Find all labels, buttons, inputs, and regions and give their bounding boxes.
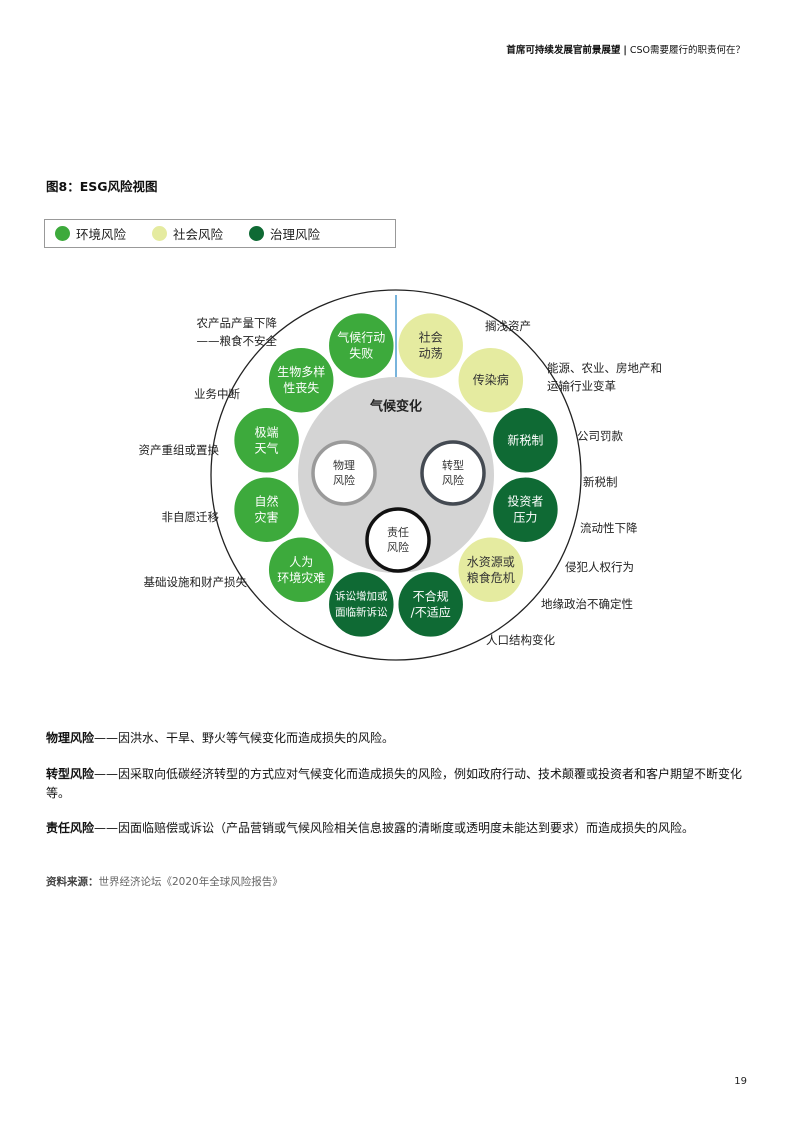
climate-change-circle — [298, 377, 494, 573]
outer-label-9-line-0: 流动性下降 — [580, 521, 638, 535]
outer-label-2-line-0: 资产重组或置换 — [139, 443, 220, 457]
header-title: 首席可持续发展官前景展望 — [506, 45, 621, 56]
ring-label-0-line-1: 失败 — [349, 346, 373, 361]
ring-label-8-line-0: 人为 — [289, 555, 313, 569]
ring-label-11-line-1: 性丧失 — [283, 380, 319, 395]
outer-label-5-line-0: 搁浅资产 — [485, 319, 531, 333]
figure-title: 图8：ESG风险视图 — [46, 179, 158, 194]
transition-risk-circle — [420, 440, 486, 506]
ring-circle-4 — [491, 475, 560, 544]
outer-label-10-line-0: 侵犯人权行为 — [565, 560, 634, 574]
ring-circle-8 — [267, 536, 335, 604]
ring-label-4-line-0: 投资者 — [507, 494, 543, 509]
outer-label-12-line-0: 人口结构变化 — [486, 633, 555, 647]
transition-risk-label-line-0: 转型 — [442, 458, 464, 472]
source-note: 资料来源：世界经济论坛《2020年全球风险报告》 — [46, 874, 283, 889]
esg-risk-diagram: 气候变化物理风险转型风险责任风险气候行动失败社会动荡传染病新税制投资者压力水资源… — [139, 289, 662, 661]
ring-circle-10 — [232, 406, 301, 475]
ring-label-6-line-0: 不合规 — [413, 588, 449, 603]
outer-label-6-line-1: 运输行业变革 — [547, 379, 616, 393]
climate-change-title: 气候变化 — [370, 399, 422, 415]
page-number: 19 — [734, 1076, 747, 1087]
liability-risk-label-line-0: 责任 — [387, 526, 409, 539]
liability-risk-circle — [365, 507, 431, 573]
ring-label-4-line-1: 压力 — [513, 511, 537, 525]
physical-risk-circle — [311, 440, 377, 506]
ring-circle-11 — [267, 346, 335, 414]
outer-label-1-line-0: 业务中断 — [194, 387, 240, 401]
ring-circle-7 — [327, 570, 396, 639]
page-header: 首席可持续发展官前景展望|CSO需要履行的职责何在？ — [506, 42, 745, 56]
ring-label-11-line-0: 生物多样 — [277, 364, 325, 379]
legend-label-soc: 社会风险 — [173, 227, 224, 242]
desc-liability: 责任风险——因面临赔偿或诉讼（产品营销或气候风险相关信息披露的清晰度或透明度未能… — [46, 819, 746, 838]
legend-item-gov: 治理风险 — [249, 224, 320, 243]
ring-label-2-line-0: 传染病 — [473, 372, 509, 387]
legend: 环境风险 社会风险 治理风险 — [44, 219, 396, 248]
desc-transition-term: 转型风险 — [46, 767, 95, 781]
legend-item-env: 环境风险 — [55, 224, 126, 243]
outer-label-3-line-0: 非自愿迁移 — [162, 510, 220, 524]
desc-transition: 转型风险——因采取向低碳经济转型的方式应对气候变化而造成损失的风险，例如政府行动… — [46, 765, 746, 803]
header-separator: | — [623, 45, 627, 56]
outer-label-0-line-1: ——粮食不安全 — [197, 334, 278, 348]
ring-label-0-line-0: 气候行动 — [337, 330, 385, 345]
ring-label-9-line-1: 灾害 — [255, 510, 279, 525]
outer-ring-circle — [210, 289, 582, 661]
desc-liability-text: ——因面临赔偿或诉讼（产品营销或气候风险相关信息披露的清晰度或透明度未能达到要求… — [94, 821, 695, 835]
desc-physical: 物理风险——因洪水、干旱、野火等气候变化而造成损失的风险。 — [46, 729, 746, 748]
liability-risk-label-line-1: 风险 — [387, 540, 409, 554]
ring-circle-2 — [457, 346, 525, 414]
ring-label-8-line-1: 环境灾难 — [277, 570, 325, 585]
ring-circle-5 — [457, 536, 525, 604]
ring-label-10-line-0: 极端 — [255, 425, 279, 439]
physical-risk-label-line-0: 物理 — [333, 458, 355, 472]
source-text: 世界经济论坛《2020年全球风险报告》 — [98, 876, 283, 888]
ring-label-5-line-0: 水资源或 — [467, 555, 515, 569]
desc-transition-text: ——因采取向低碳经济转型的方式应对气候变化而造成损失的风险，例如政府行动、技术颠… — [46, 767, 743, 800]
outer-label-6-line-0: 能源、农业、房地产和 — [547, 361, 662, 375]
transition-risk-label-line-1: 风险 — [442, 473, 464, 487]
ring-circle-9 — [232, 475, 301, 544]
ring-circle-1 — [396, 311, 465, 380]
outer-label-7-line-0: 公司罚款 — [577, 429, 623, 443]
ring-label-1-line-1: 动荡 — [419, 347, 443, 361]
ring-label-1-line-0: 社会 — [419, 330, 443, 345]
ring-label-3-line-0: 新税制 — [507, 432, 543, 447]
physical-risk-label-line-1: 风险 — [333, 473, 355, 487]
ring-label-7-line-0: 诉讼增加或 — [335, 589, 388, 602]
legend-item-soc: 社会风险 — [152, 224, 223, 243]
legend-dot-soc — [152, 226, 168, 241]
outer-label-0-line-0: 农产品产量下降 — [197, 316, 278, 330]
desc-physical-term: 物理风险 — [46, 731, 95, 745]
legend-label-gov: 治理风险 — [270, 227, 321, 242]
ring-circle-3 — [491, 406, 560, 475]
legend-label-env: 环境风险 — [76, 227, 127, 242]
ring-label-7-line-1: 面临新诉讼 — [335, 605, 388, 618]
ring-label-9-line-0: 自然 — [255, 494, 279, 509]
ring-label-5-line-1: 粮食危机 — [467, 570, 515, 585]
legend-dot-gov — [249, 226, 265, 241]
ring-label-10-line-1: 天气 — [255, 440, 279, 455]
ring-circle-6 — [396, 570, 465, 639]
header-subtitle: CSO需要履行的职责何在？ — [629, 45, 745, 56]
ring-label-6-line-1: /不适应 — [411, 604, 451, 619]
outer-label-11-line-0: 地缘政治不确定性 — [541, 597, 633, 611]
desc-physical-text: ——因洪水、干旱、野火等气候变化而造成损失的风险。 — [94, 731, 395, 745]
outer-label-8-line-0: 新税制 — [583, 475, 618, 489]
source-label: 资料来源： — [46, 876, 99, 888]
ring-circle-0 — [327, 311, 396, 380]
desc-liability-term: 责任风险 — [46, 821, 95, 835]
outer-label-4-line-0: 基础设施和财产损失 — [144, 575, 248, 589]
legend-dot-env — [55, 226, 70, 241]
